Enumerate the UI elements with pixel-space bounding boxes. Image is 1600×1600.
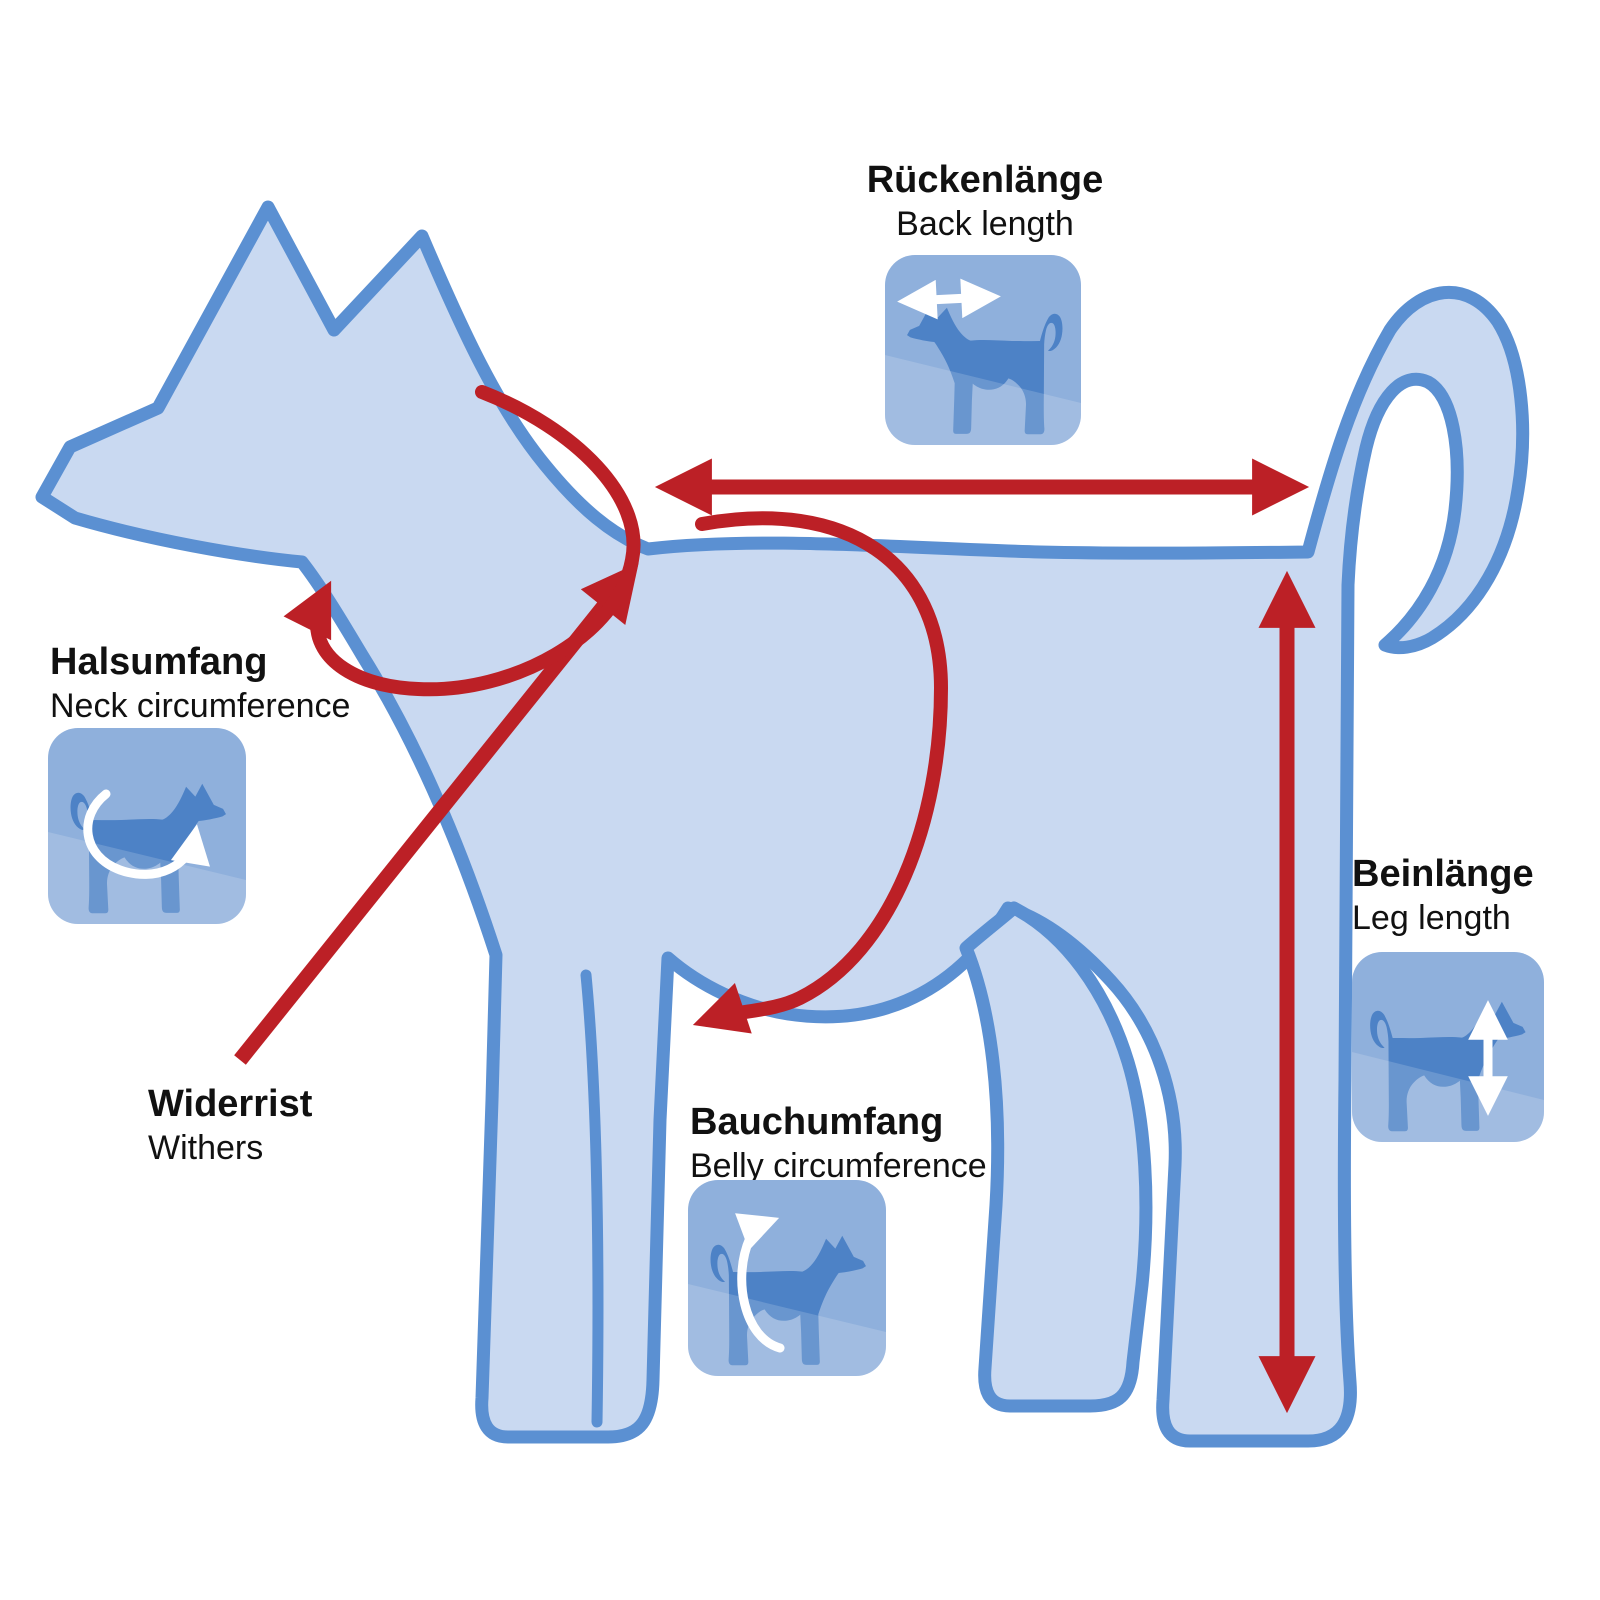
leg-length-label: Beinlänge Leg length xyxy=(1352,852,1534,938)
neck-circumference-label-en: Neck circumference xyxy=(50,686,351,725)
back-length-label-en: Back length xyxy=(896,204,1074,243)
neck-circumference-arrow xyxy=(283,385,641,697)
belly-circumference-icon xyxy=(688,1180,886,1376)
withers-label-en: Withers xyxy=(148,1128,264,1167)
leg-length-icon-canvas xyxy=(1352,952,1544,1142)
loop-arrow-icon xyxy=(735,1213,785,1353)
tile-highlight-band xyxy=(885,355,1081,445)
belly-circumference-label: Bauchumfang Belly circumference xyxy=(690,1100,987,1186)
leg-length-label-en: Leg length xyxy=(1352,898,1511,937)
withers-label-de: Widerrist xyxy=(148,1083,313,1125)
back-length-icon-canvas xyxy=(885,255,1081,445)
belly-circumference-label-de: Bauchumfang xyxy=(690,1101,944,1143)
leg-length-icon xyxy=(1352,952,1544,1142)
circular-arrow-icon xyxy=(83,789,210,879)
leg-length-label-de: Beinlänge xyxy=(1352,853,1534,895)
withers-label: Widerrist Withers xyxy=(148,1082,312,1168)
belly-circumference-arrow xyxy=(692,511,949,1034)
back-length-label: Rückenlänge Back length xyxy=(785,158,1185,244)
neck-circumference-label-de: Halsumfang xyxy=(50,641,268,683)
neck-circumference-label: Halsumfang Neck circumference xyxy=(50,640,350,726)
back-length-icon xyxy=(885,255,1081,445)
horizontal-double-arrow-icon xyxy=(897,278,1001,320)
neck-circumference-icon xyxy=(48,728,246,924)
tile-highlight-band xyxy=(1352,1052,1544,1142)
rear-near-leg xyxy=(959,901,1153,1413)
belly-circumference-icon-canvas xyxy=(688,1180,886,1376)
belly-circumference-label-en: Belly circumference xyxy=(690,1146,987,1185)
neck-circumference-icon-canvas xyxy=(48,728,246,924)
tile-highlight-band xyxy=(688,1284,886,1376)
front-leg-separation-line xyxy=(580,969,604,1428)
back-length-label-de: Rückenlänge xyxy=(866,159,1104,201)
